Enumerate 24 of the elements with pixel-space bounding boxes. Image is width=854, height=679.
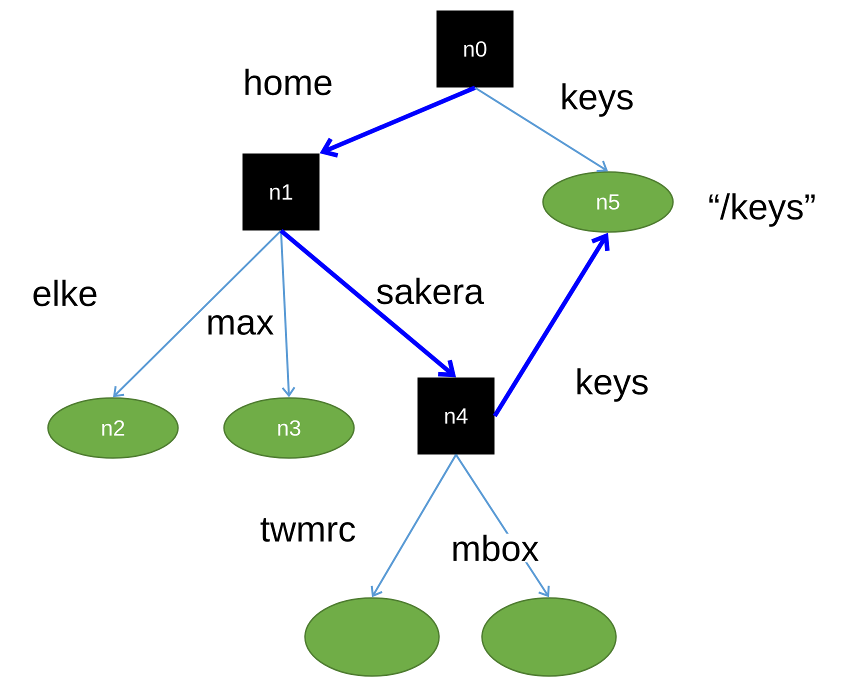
arrow [492, 232, 610, 418]
square-node: n0 [436, 10, 514, 88]
edge-label: home [242, 68, 334, 96]
ellipse-node: n2 [47, 397, 179, 459]
node-caption: “/keys” [709, 193, 815, 227]
edge-label: max [205, 314, 275, 336]
arrow [280, 230, 296, 398]
ellipse-node: n5 [542, 171, 674, 233]
ellipse-node [304, 597, 440, 677]
edge-label: mbox [450, 534, 540, 562]
arrow [320, 86, 476, 158]
edge-label: twmrc [259, 517, 357, 543]
edge-label: keys [574, 367, 650, 403]
square-node: n1 [242, 154, 320, 230]
edge-label: sakera [374, 276, 486, 306]
ellipse-node: n3 [223, 397, 355, 459]
ellipse-node [481, 597, 617, 677]
arrow [113, 230, 282, 398]
edge-label: keys [559, 82, 636, 118]
square-node: n4 [418, 378, 494, 454]
edge-label: elke [30, 278, 100, 308]
arrow [474, 86, 608, 172]
arrow [370, 454, 457, 598]
arrow [280, 228, 456, 378]
